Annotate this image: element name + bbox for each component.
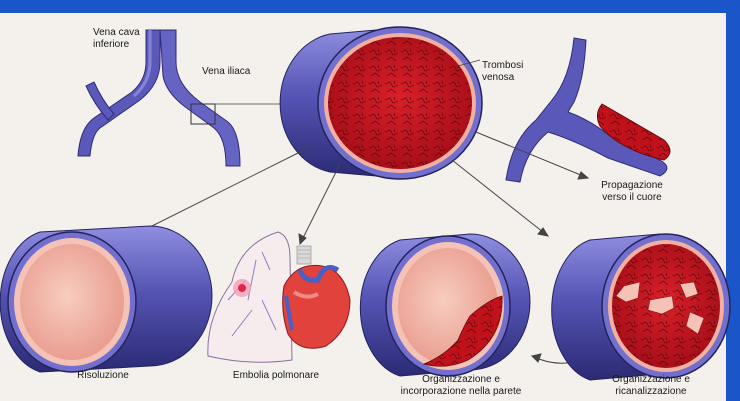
lung-heart-illustration — [208, 232, 350, 362]
incorporation-cross-section — [360, 234, 530, 376]
resolution-cross-section — [0, 226, 212, 372]
propagation-illustration — [506, 38, 670, 182]
label-risoluzione: Risoluzione — [62, 370, 144, 382]
label-embolia-polmonare: Embolia polmonare — [216, 370, 336, 382]
thrombosis-cross-section — [280, 27, 482, 179]
recanalization-cross-section — [552, 234, 730, 380]
label-vena-iliaca: Vena iliaca — [202, 66, 250, 78]
